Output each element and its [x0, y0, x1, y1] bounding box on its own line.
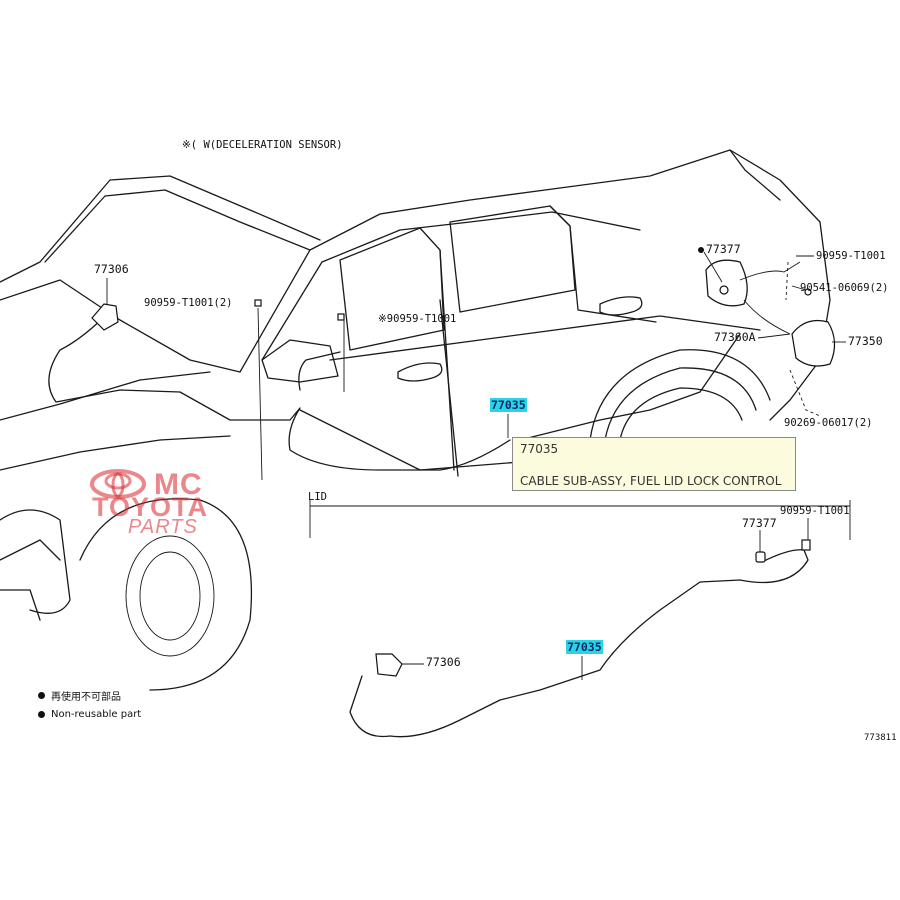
callout-90269[interactable]: 90269-06017(2) — [784, 417, 873, 429]
callout-77035-main[interactable]: 77035 — [490, 398, 527, 412]
non-reusable-dot-icon — [38, 692, 45, 699]
callout-90959-right[interactable]: 90959-T1001 — [816, 250, 886, 262]
watermark-line3: PARTS — [128, 516, 198, 538]
tooltip-part-name: CABLE SUB-ASSY, FUEL LID LOCK CONTROL — [520, 474, 782, 488]
callout-90959-lid[interactable]: 90959-T1001 — [780, 505, 850, 517]
non-reusable-dot-icon — [698, 246, 704, 253]
callout-90541[interactable]: 90541-06069(2) — [800, 282, 889, 294]
callout-77306-top[interactable]: 77306 — [94, 262, 129, 276]
part-tooltip: 77035 CABLE SUB-ASSY, FUEL LID LOCK CONT… — [512, 437, 796, 491]
toyota-emblem-icon — [90, 469, 146, 499]
legend-row-en: Non-reusable part — [38, 709, 141, 720]
section-label-lid: LID — [308, 491, 327, 503]
legend-en-text: Non-reusable part — [51, 709, 142, 720]
watermark-logo: MC TOYOTA PARTS — [88, 468, 288, 540]
legend: 再使用不可部品 Non-reusable part — [38, 688, 141, 726]
callout-77377-top[interactable]: 77377 — [698, 243, 741, 256]
callout-77377-lid[interactable]: 77377 — [742, 516, 777, 530]
callout-90959-mid[interactable]: ※90959-T1001 — [378, 313, 457, 325]
legend-row-jp: 再使用不可部品 — [38, 688, 141, 703]
callout-77306-lid[interactable]: 77306 — [426, 655, 461, 669]
header-note: ※( W(DECELERATION SENSOR) — [182, 139, 343, 151]
watermark-line2: TOYOTA — [92, 492, 209, 522]
callout-77035-lid[interactable]: 77035 — [566, 640, 603, 654]
watermark-line1: MC — [154, 468, 203, 501]
legend-jp-text: 再使用不可部品 — [51, 692, 121, 703]
tooltip-part-code: 77035 — [520, 442, 559, 456]
figure-id: 773811 — [864, 733, 897, 743]
callout-77360a[interactable]: 77360A — [714, 330, 756, 344]
callout-90959-left[interactable]: 90959-T1001(2) — [144, 297, 233, 309]
callout-77350[interactable]: 77350 — [848, 334, 883, 348]
non-reusable-dot-icon — [38, 711, 45, 718]
